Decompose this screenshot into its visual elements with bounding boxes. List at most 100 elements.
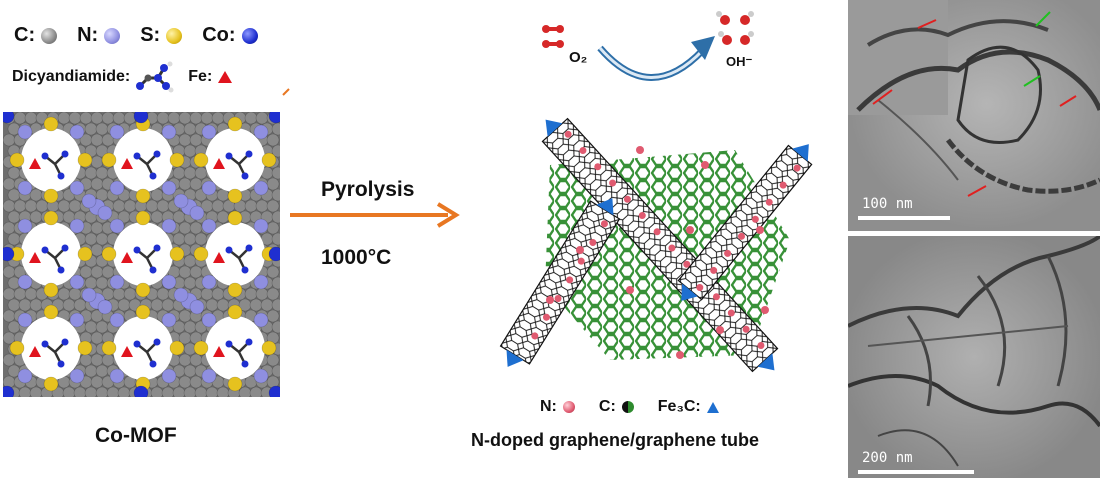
fe3c-particle <box>545 119 563 137</box>
n-dopant-atom <box>623 195 631 203</box>
carbon-atom <box>95 232 109 246</box>
carbon-atom <box>79 112 93 125</box>
nitrogen-atom <box>109 124 125 140</box>
ligand-legend: Dicyandiamide: Fe: <box>12 60 233 94</box>
carbon-atom <box>249 298 263 312</box>
nitrogen-atom <box>97 299 113 315</box>
dicyandiamide-molecule <box>41 150 69 180</box>
scale-label-200nm: 200 nm <box>862 450 913 466</box>
carbon-atom <box>216 298 230 312</box>
nitrogen-atom <box>109 312 125 328</box>
n-dopant-atom <box>564 130 572 138</box>
iron-triangle-icon <box>218 71 233 83</box>
carbon-atom <box>3 309 16 323</box>
n-dopant-atom <box>793 164 801 172</box>
n-dopant-atom <box>668 244 676 252</box>
n-dopant-atom <box>577 257 585 265</box>
n-dopant-atom <box>546 296 554 304</box>
carbon-atom <box>249 386 263 397</box>
n-dopant-atom <box>566 276 574 284</box>
n-dopant-atom <box>554 295 562 303</box>
nitrogen-atom <box>17 124 33 140</box>
sulfur-atom <box>77 152 93 168</box>
dicyandiamide-molecule <box>225 150 253 180</box>
red-arrow-icon <box>872 89 893 105</box>
cobalt-legend-label: Co: <box>202 24 236 46</box>
carbon-atom <box>172 386 186 397</box>
nitrogen-atom <box>253 312 269 328</box>
sulfur-atom <box>43 188 59 204</box>
oh-label: OH⁻ <box>726 54 753 69</box>
carbon-atom <box>271 276 280 290</box>
carbon-atom <box>194 386 208 397</box>
carbon-atom <box>150 298 164 312</box>
sulfur-atom <box>43 376 59 392</box>
carbon-atom <box>24 287 38 301</box>
carbon-atom <box>73 298 87 312</box>
c-legend-label: C: <box>598 398 616 415</box>
carbon-atom <box>112 199 126 213</box>
carbon-atom <box>271 188 280 202</box>
carbon-atom <box>183 320 197 334</box>
n-dopant-atom <box>683 260 691 268</box>
carbon-atom <box>3 265 16 279</box>
o2-molecule-icon <box>542 25 564 48</box>
nitrogen-atom <box>69 124 85 140</box>
carbon-atom <box>183 254 197 268</box>
n-dopant-atom <box>594 163 602 171</box>
carbon-atom <box>95 166 109 180</box>
sulfur-atom <box>101 152 117 168</box>
red-arrow-icon <box>917 19 937 29</box>
sulfur-atom <box>135 210 151 226</box>
fe-legend-label: Fe: <box>188 68 213 85</box>
scale-label-100nm: 100 nm <box>862 196 913 212</box>
carbon-atom <box>13 287 27 301</box>
carbon-atom <box>200 287 214 301</box>
carbon-atom <box>84 320 98 334</box>
carbon-atom <box>84 276 98 290</box>
nitrogen-atom <box>109 180 125 196</box>
fe3c-particle <box>681 283 698 301</box>
n-dopant-atom <box>751 215 759 223</box>
carbon-atom <box>84 364 98 378</box>
n-dopant-atom <box>636 146 644 154</box>
sulfur-atom <box>135 282 151 298</box>
carbon-atom <box>90 265 104 279</box>
carbon-atom <box>68 112 82 125</box>
carbon-atom <box>62 386 76 397</box>
carbon-atom <box>161 386 175 397</box>
carbon-atom <box>183 232 197 246</box>
carbon-atom <box>18 298 32 312</box>
sulfur-atom <box>43 304 59 320</box>
iron-triangle <box>29 252 41 263</box>
tem-bottom-structures <box>848 236 1100 467</box>
nitrogen-atom <box>97 205 113 221</box>
sulfur-atom <box>261 340 277 356</box>
sulfur-atom <box>135 188 151 204</box>
nitrogen-atom <box>201 124 217 140</box>
carbon-atom <box>68 287 82 301</box>
carbon-atom <box>112 287 126 301</box>
carbon-atom <box>271 144 280 158</box>
nitrogen-atom <box>69 368 85 384</box>
carbon-atom <box>156 112 170 125</box>
sulfur-atom <box>101 246 117 262</box>
carbon-atom <box>238 386 252 397</box>
n-dopant-atom <box>716 326 724 334</box>
sulfur-atom <box>169 152 185 168</box>
n-dopant-ball-icon <box>562 401 575 413</box>
sulfur-atom <box>227 376 243 392</box>
carbon-atom <box>271 210 280 224</box>
carbon-atom <box>90 112 104 125</box>
carbon-ball-icon <box>41 27 58 44</box>
carbon-atom <box>189 375 203 389</box>
carbon-atom <box>271 232 280 246</box>
n-dopant-atom <box>765 198 773 206</box>
nitrogen-atom <box>17 312 33 328</box>
carbon-atom <box>101 353 115 367</box>
nitrogen-atom <box>173 287 189 303</box>
carbon-atom <box>79 353 93 367</box>
carbon-atom <box>266 287 280 301</box>
carbon-atom <box>29 386 43 397</box>
dicyandiamide-molecule <box>225 244 253 274</box>
